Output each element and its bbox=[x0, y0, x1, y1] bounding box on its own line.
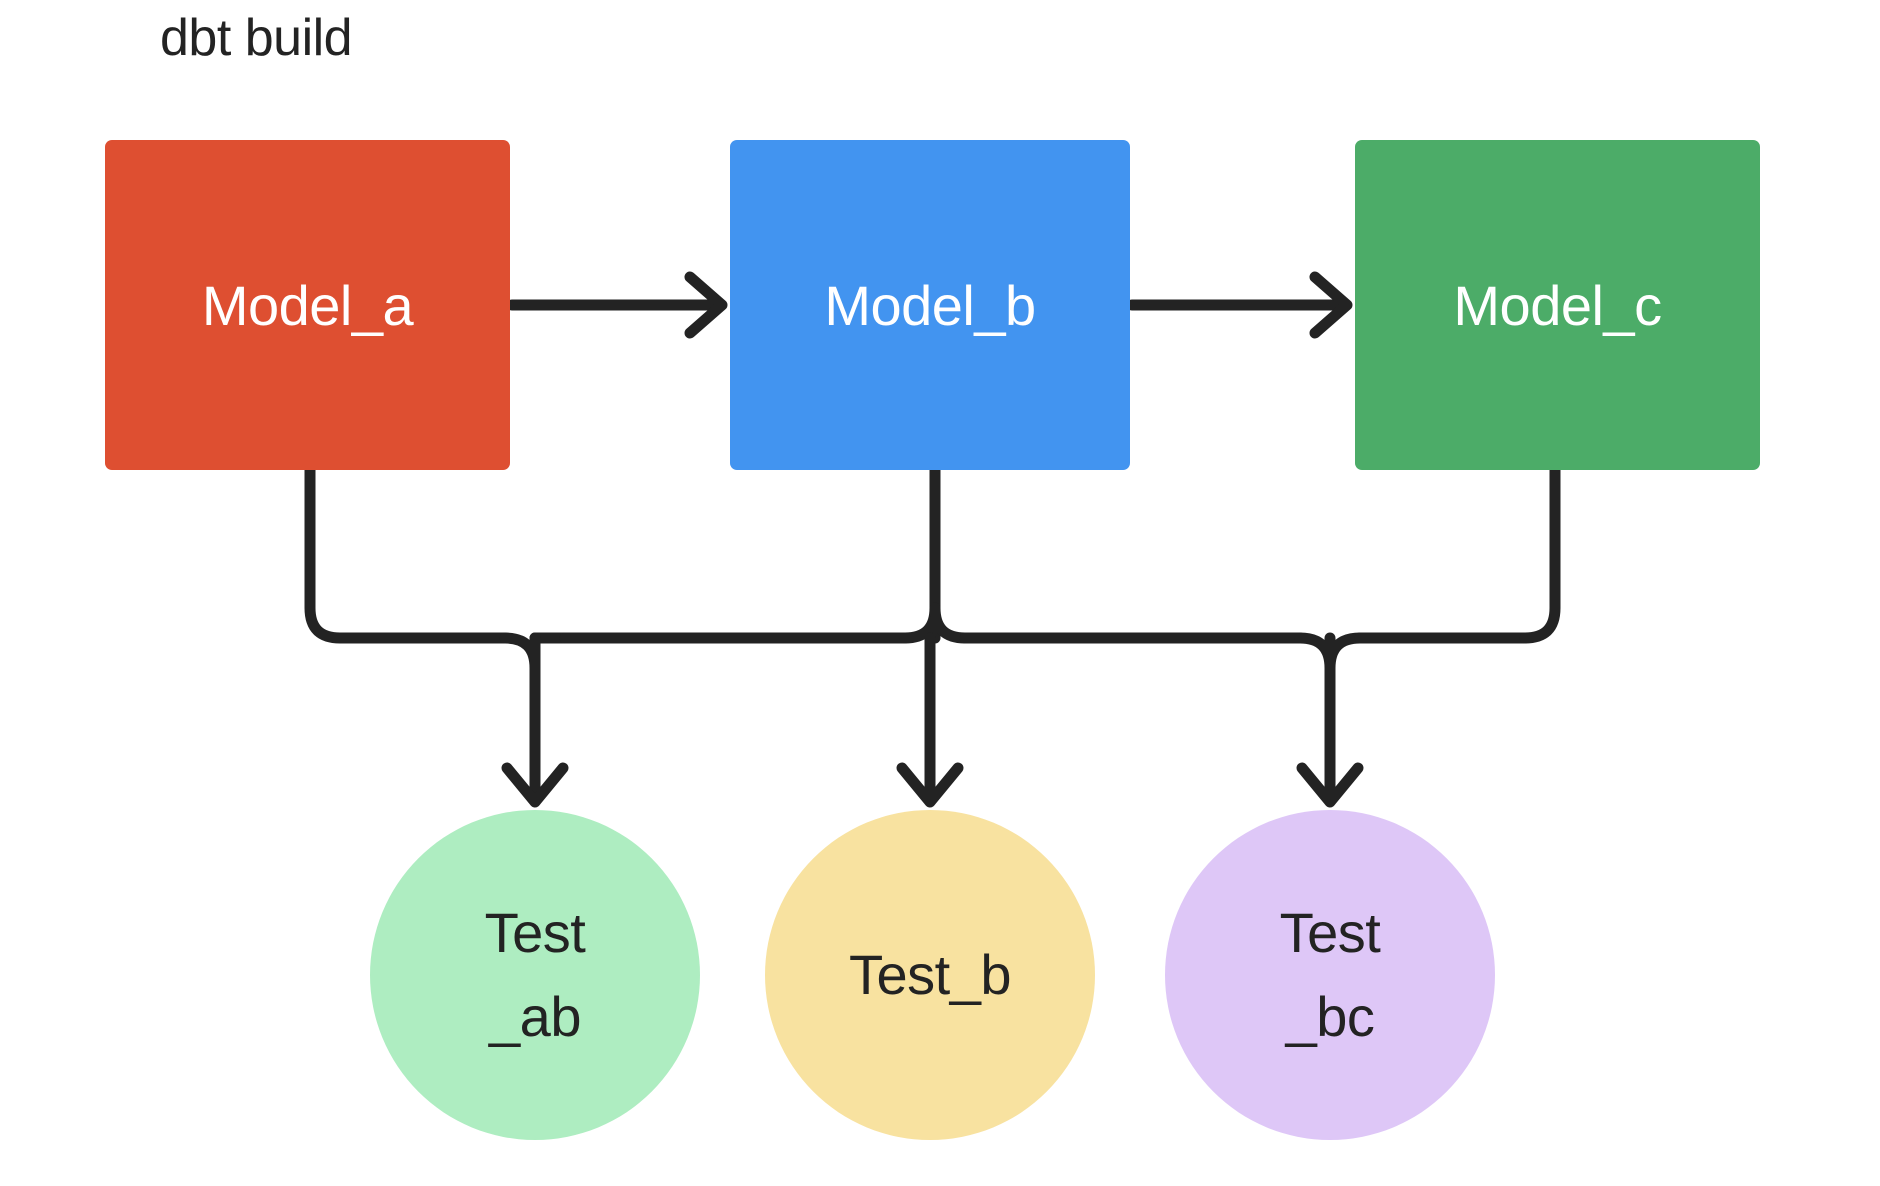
junction-test-bc bbox=[1294, 632, 1336, 674]
node-test-b-label-line1: Test_b bbox=[849, 943, 1012, 1006]
arrowhead-model-b bbox=[684, 271, 728, 339]
node-test-ab[interactable]: Test _ab bbox=[370, 810, 700, 1140]
node-test-ab-label-line1: Test bbox=[484, 901, 586, 964]
arrowhead-test-b bbox=[896, 762, 964, 808]
node-model-a-label: Model_a bbox=[201, 273, 414, 337]
node-model-b-label: Model_b bbox=[824, 273, 1036, 337]
node-test-bc[interactable]: Test _bc bbox=[1165, 810, 1495, 1140]
page-title: dbt build bbox=[160, 9, 353, 67]
node-model-c[interactable]: Model_c bbox=[1355, 140, 1760, 470]
node-model-a[interactable]: Model_a bbox=[105, 140, 510, 470]
junction-test-bc-right bbox=[1324, 632, 1366, 674]
edge-model-c-to-bus bbox=[1519, 464, 1561, 644]
junction-test-ab bbox=[499, 632, 571, 674]
arrowhead-test-ab bbox=[501, 762, 569, 808]
arrowhead-test-bc bbox=[1296, 762, 1364, 808]
node-test-bc-label-line1: Test bbox=[1279, 901, 1381, 964]
arrowhead-model-c bbox=[1309, 271, 1353, 339]
edge-model-a-to-bus bbox=[304, 464, 511, 644]
node-test-bc-label-line2: _bc bbox=[1285, 985, 1375, 1048]
node-model-b[interactable]: Model_b bbox=[730, 140, 1130, 470]
junction-model-b-bus-right bbox=[929, 602, 971, 644]
node-test-b[interactable]: Test_b bbox=[765, 810, 1095, 1140]
node-model-c-label: Model_c bbox=[1453, 273, 1662, 337]
node-test-ab-label-line2: _ab bbox=[489, 985, 581, 1048]
junction-model-b-bus-left bbox=[899, 602, 941, 644]
